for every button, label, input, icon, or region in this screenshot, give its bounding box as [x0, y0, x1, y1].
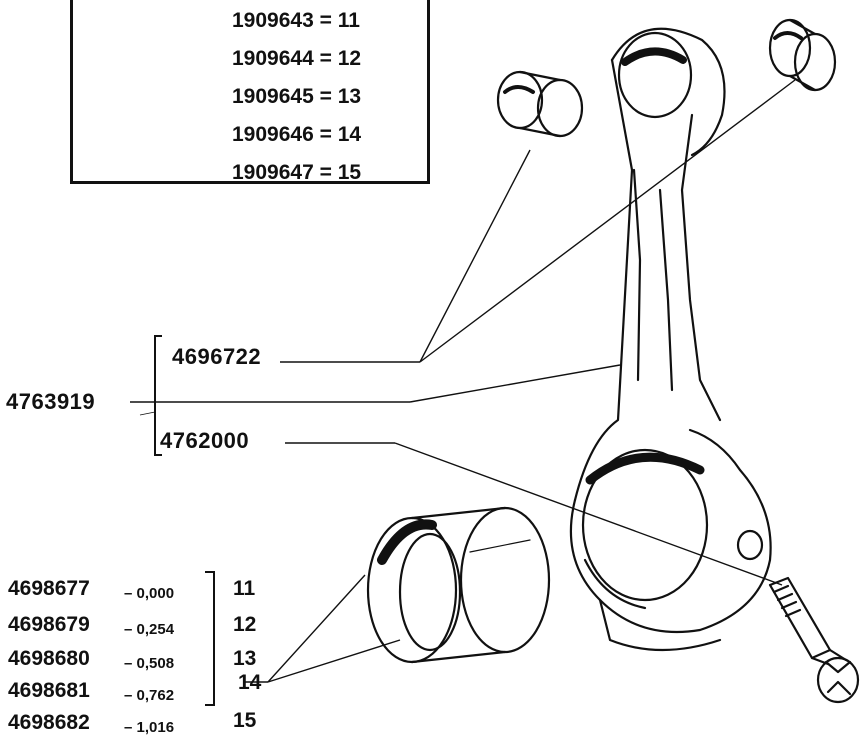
bushing-left: [496, 70, 584, 138]
bearing-undersize: – 0,000: [124, 585, 175, 602]
legend-row: 1909644 = 12: [232, 47, 362, 70]
bolt: [768, 576, 860, 704]
brackets: [154, 335, 215, 706]
assembly-part-number: 4763919: [6, 389, 96, 414]
bearing-part: 4698677: [8, 577, 90, 600]
legend-row: 1909647 = 15: [232, 161, 362, 184]
connecting-rod: [569, 27, 772, 652]
bearing-part: 4698680: [8, 647, 90, 670]
bearing-part: 4698679: [8, 613, 90, 636]
bearing-size: 15: [233, 709, 257, 732]
legend-box: [70, 0, 430, 184]
leader-lines: [130, 79, 796, 683]
bearing-shell: [366, 506, 551, 664]
bearing-size: 12: [233, 613, 257, 636]
bearing-size: 11: [233, 577, 256, 600]
legend-row: 1909643 = 11: [232, 9, 360, 32]
legend-row: 1909645 = 13: [232, 85, 362, 108]
bearing-size: 13: [233, 647, 257, 670]
bushing-part-number: 4696722: [172, 344, 262, 369]
bearing-part: 4698682: [8, 711, 90, 734]
bolt-part-number: 4762000: [160, 428, 250, 453]
bearing-size: 14: [238, 671, 262, 694]
bearing-undersize: – 0,508: [124, 655, 175, 672]
bearing-undersize: – 0,762: [124, 687, 175, 704]
legend-row: 1909646 = 14: [232, 123, 362, 146]
bearing-part: 4698681: [8, 679, 90, 702]
bearing-undersize: – 0,254: [124, 621, 175, 638]
bearing-undersize: – 1,016: [124, 719, 175, 736]
bushing-right: [768, 18, 837, 92]
